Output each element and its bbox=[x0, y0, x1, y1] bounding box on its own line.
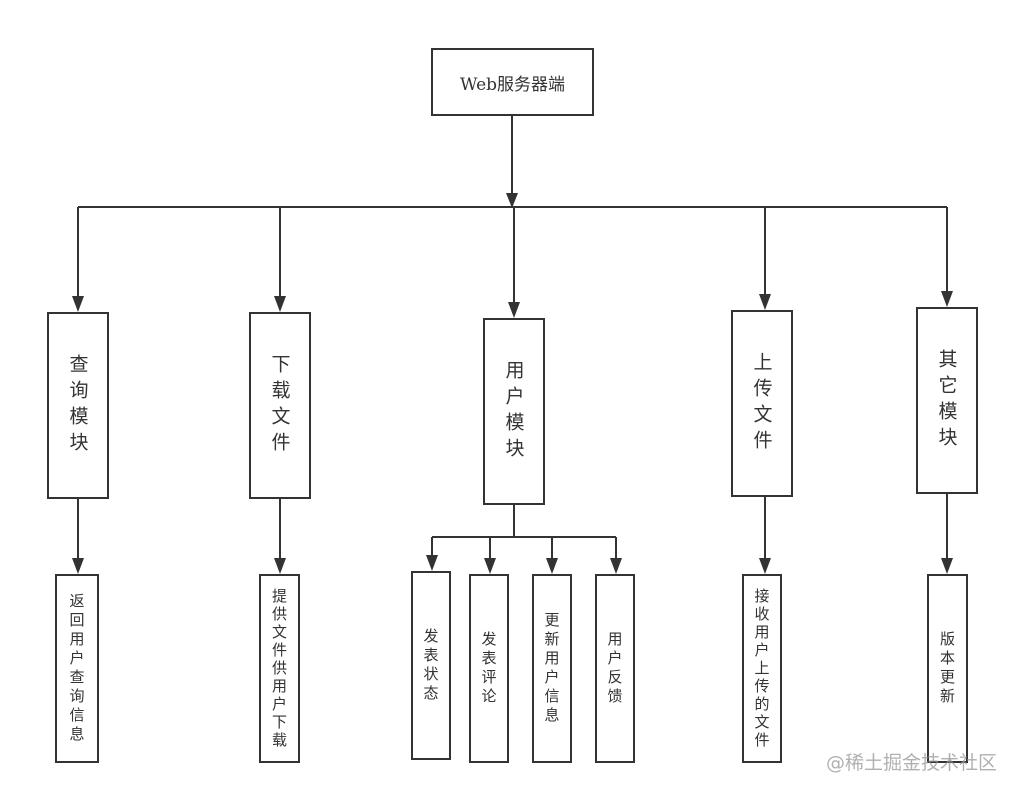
arrow-icon bbox=[546, 558, 558, 574]
arrow-icon bbox=[72, 296, 84, 312]
arrow-icon bbox=[759, 294, 771, 310]
arrow-icon bbox=[426, 555, 438, 571]
module-download: 下载文件 bbox=[249, 312, 311, 499]
arrow-icon bbox=[274, 296, 286, 312]
arrow-icon bbox=[508, 302, 520, 318]
leaf-label: 接收用户上传的文件 bbox=[752, 587, 771, 750]
arrow-icon bbox=[941, 291, 953, 307]
module-other-label: 其它模块 bbox=[935, 348, 958, 453]
leaf-label: 发表状态 bbox=[421, 627, 440, 704]
arrow-icon bbox=[759, 558, 771, 574]
leaf-upload-receive-file: 接收用户上传的文件 bbox=[742, 574, 782, 763]
root-node-label: Web服务器端 bbox=[459, 74, 566, 95]
leaf-user-post-comment: 发表评论 bbox=[469, 574, 509, 763]
module-user-label: 用户模块 bbox=[502, 359, 525, 464]
arrow-icon bbox=[72, 558, 84, 574]
leaf-label: 更新用户信息 bbox=[542, 611, 561, 726]
leaf-label: 发表评论 bbox=[479, 630, 498, 707]
module-query: 查询模块 bbox=[47, 312, 109, 499]
leaf-user-feedback: 用户反馈 bbox=[595, 574, 635, 763]
module-upload: 上传文件 bbox=[731, 310, 793, 497]
arrow-icon bbox=[941, 558, 953, 574]
arrow-icon bbox=[274, 558, 286, 574]
leaf-label: 提供文件供用户下载 bbox=[270, 587, 288, 750]
leaf-download-provide-file: 提供文件供用户下载 bbox=[259, 574, 300, 763]
watermark-text: @稀土掘金技术社区 bbox=[826, 752, 998, 774]
leaf-user-update-info: 更新用户信息 bbox=[532, 574, 572, 763]
leaf-label: 版本更新 bbox=[938, 630, 956, 707]
arrow-icon bbox=[610, 558, 622, 574]
module-query-label: 查询模块 bbox=[66, 353, 89, 458]
root-node: Web服务器端 bbox=[431, 48, 594, 116]
module-user: 用户模块 bbox=[483, 318, 545, 505]
leaf-other-version-update: 版本更新 bbox=[927, 574, 968, 763]
module-upload-label: 上传文件 bbox=[750, 351, 773, 456]
leaf-query-return-info: 返回用户查询信息 bbox=[55, 574, 99, 763]
arrow-icon bbox=[506, 193, 518, 208]
leaf-label: 返回用户查询信息 bbox=[67, 592, 86, 745]
module-other: 其它模块 bbox=[916, 307, 978, 494]
arrowheads bbox=[72, 193, 953, 574]
module-download-label: 下载文件 bbox=[268, 353, 291, 458]
arrow-icon bbox=[484, 558, 496, 574]
leaf-label: 用户反馈 bbox=[605, 630, 624, 707]
leaf-user-post-status: 发表状态 bbox=[411, 571, 451, 760]
